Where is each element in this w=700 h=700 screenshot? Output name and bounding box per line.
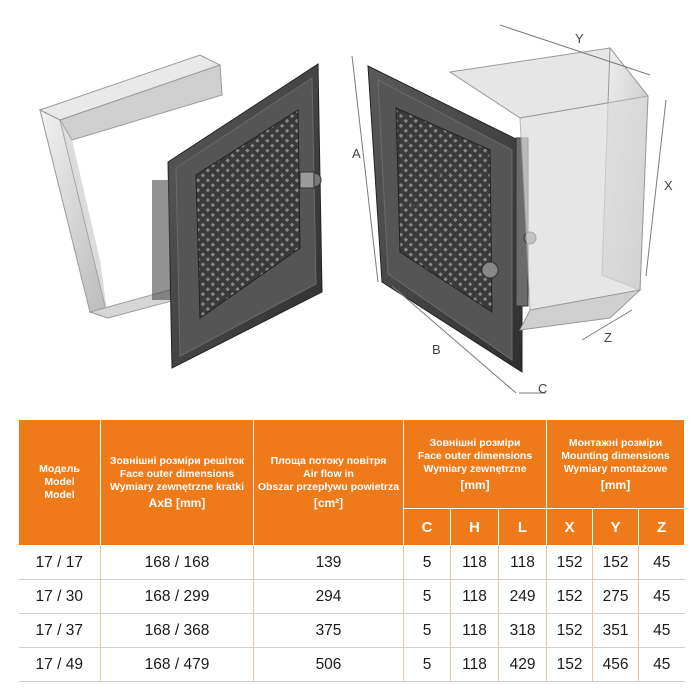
cell-c: 5 — [403, 647, 451, 682]
grille-face-right — [367, 65, 537, 373]
cell-z: 45 — [638, 579, 685, 614]
header-air-flow: Площа потоку повітря Air flow in Obszar … — [253, 419, 404, 546]
header-mounting-dimensions: Монтажні розміри Mounting dimensions Wym… — [546, 419, 686, 509]
header-z: Z — [638, 508, 686, 546]
dim-label-l: L — [438, 166, 445, 181]
dimension-lines — [351, 24, 667, 394]
cell-h: 118 — [450, 613, 499, 648]
cell-l: 118 — [498, 545, 548, 580]
table-row: 17 / 30 168 / 299 294 5 118 249 152 275 … — [18, 579, 685, 614]
table-subheader-row: C H L X Y Z — [19, 508, 686, 546]
cell-air: 294 — [253, 579, 404, 614]
cell-air: 139 — [253, 545, 404, 580]
cell-h: 118 — [450, 647, 499, 682]
header-face-dimensions: Зовнішні розміри решіток Face outer dime… — [100, 419, 254, 546]
cell-h: 118 — [450, 545, 499, 580]
dim-label-x: X — [664, 178, 673, 193]
cell-x: 152 — [546, 613, 594, 648]
header-h: H — [450, 508, 499, 546]
cell-c: 5 — [403, 613, 451, 648]
dim-label-z: Z — [604, 330, 612, 345]
cell-model: 17 / 37 — [18, 613, 101, 648]
header-l: L — [497, 508, 548, 546]
cell-x: 152 — [546, 579, 594, 614]
dim-label-c: C — [538, 381, 547, 396]
header-outer-dimensions: Зовнішні розміри Face outer dimensions W… — [402, 419, 548, 509]
cell-y: 152 — [592, 545, 640, 580]
cell-l: 318 — [498, 613, 548, 648]
table-header-row: Модель Model Model Зовнішні розміри реші… — [18, 419, 686, 546]
cell-y: 456 — [592, 647, 640, 682]
cell-h: 118 — [450, 579, 499, 614]
cell-y: 275 — [592, 579, 640, 614]
header-model: Модель Model Model — [18, 419, 101, 546]
dim-label-a: A — [352, 146, 361, 161]
table-row: 17 / 37 168 / 368 375 5 118 318 152 351 … — [18, 613, 685, 648]
dim-label-h: H — [410, 198, 419, 213]
table-row: 17 / 17 168 / 168 139 5 118 118 152 152 … — [18, 545, 685, 580]
cell-model: 17 / 49 — [18, 647, 101, 682]
header-x: X — [546, 508, 594, 546]
table-row: 17 / 49 168 / 479 506 5 118 429 152 456 … — [18, 647, 685, 682]
cell-ab: 168 / 299 — [100, 579, 254, 614]
dim-label-y: Y — [575, 31, 584, 46]
cell-c: 5 — [403, 579, 451, 614]
dim-label-b: B — [432, 342, 441, 357]
cell-x: 152 — [546, 647, 594, 682]
product-illustration: A B C Y X Z L H — [38, 24, 673, 396]
mounting-frame-right — [448, 46, 649, 331]
header-y: Y — [592, 508, 640, 546]
cell-air: 506 — [253, 647, 404, 682]
cell-ab: 168 / 168 — [100, 545, 254, 580]
cell-c: 5 — [403, 545, 451, 580]
cell-y: 351 — [592, 613, 640, 648]
cell-z: 45 — [638, 647, 685, 682]
cell-l: 429 — [498, 647, 548, 682]
cell-x: 152 — [546, 545, 594, 580]
specification-table: Модель Model Model Зовнішні розміри реші… — [18, 419, 686, 682]
header-c: C — [403, 508, 451, 546]
cell-air: 375 — [253, 613, 404, 648]
cell-ab: 168 / 368 — [100, 613, 254, 648]
cell-z: 45 — [638, 545, 685, 580]
cell-ab: 168 / 479 — [100, 647, 254, 682]
cell-model: 17 / 17 — [18, 545, 101, 580]
grille-face-left — [152, 63, 323, 369]
cell-model: 17 / 30 — [18, 579, 101, 614]
cell-z: 45 — [638, 613, 685, 648]
cell-l: 249 — [498, 579, 548, 614]
